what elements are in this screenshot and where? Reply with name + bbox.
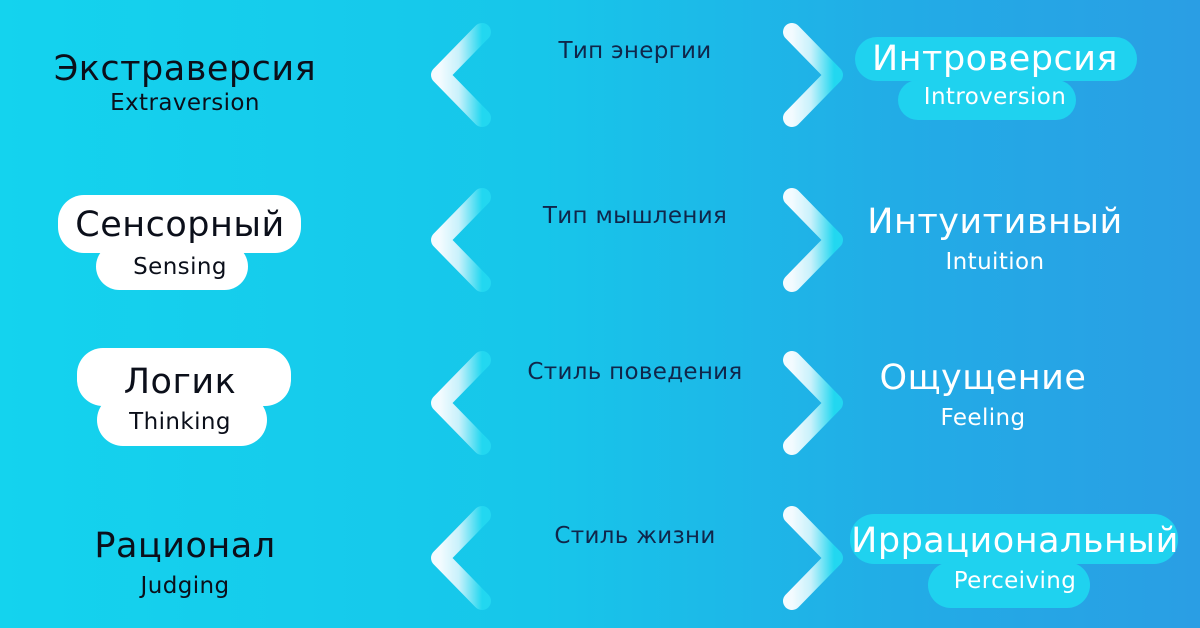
axis-label: Тип энергии: [558, 38, 712, 64]
left-pole-en-label: Sensing: [133, 254, 227, 280]
left-pole-badge-sub: [97, 394, 267, 446]
right-pole: Ощущение Feeling: [833, 357, 1133, 433]
right-pole-en-label: Intuition: [945, 249, 1045, 275]
double-arrow-icon: [431, 188, 843, 292]
right-pole: Интуитивный Intuition: [845, 201, 1145, 277]
dichotomy-row-lifestyle: Рационал Judging Стиль жизни Иррациональ…: [0, 470, 1200, 620]
left-pole: Рационал Judging: [45, 525, 325, 601]
right-pole-ru-label: Ощущение: [879, 358, 1087, 398]
right-pole-en-label: Feeling: [940, 405, 1026, 431]
axis-label: Стиль жизни: [554, 523, 716, 549]
left-pole-en-label: Extraversion: [110, 90, 260, 116]
dichotomy-row-energy: Экстраверсия Extraversion Тип энергии Ин…: [0, 0, 1200, 150]
dichotomy-row-behavior: Логик Thinking Стиль поведения Ощущение …: [0, 310, 1200, 460]
left-pole-ru-label: Рационал: [94, 526, 276, 566]
double-arrow-icon: [431, 506, 843, 610]
dichotomy-row-thinking: Сенсорный Sensing Тип мышления Интуитивн…: [0, 155, 1200, 305]
axis-label: Стиль поведения: [527, 359, 743, 385]
double-arrow-icon: [431, 23, 843, 127]
axis-label: Тип мышления: [542, 203, 728, 229]
right-pole-badge-sub: [928, 562, 1090, 608]
left-pole-ru-label: Сенсорный: [75, 205, 285, 245]
left-pole: Логик Thinking: [40, 361, 320, 437]
right-pole-ru-label: Интуитивный: [867, 202, 1123, 242]
right-pole-badge-sub: [898, 80, 1076, 120]
right-pole-ru-label: Интроверсия: [871, 39, 1118, 79]
left-pole-badge-sub: [96, 243, 248, 290]
left-pole-en-label: Judging: [140, 573, 230, 599]
left-pole-ru-label: Логик: [123, 362, 237, 402]
left-pole: Сенсорный Sensing: [40, 204, 320, 282]
right-pole-badge: [855, 37, 1137, 81]
right-pole-en-label: Introversion: [923, 84, 1067, 110]
right-pole-en-label: Perceiving: [953, 568, 1077, 594]
left-pole-en-label: Thinking: [129, 409, 231, 435]
left-pole: Экстраверсия Extraversion: [40, 48, 330, 118]
double-arrow-icon: [431, 351, 843, 455]
right-pole-ru-label: Иррациональный: [851, 521, 1179, 561]
right-pole: Интроверсия Introversion: [845, 38, 1145, 112]
right-pole: Иррациональный Perceiving: [845, 520, 1185, 596]
left-pole-ru-label: Экстраверсия: [53, 49, 317, 89]
right-pole-badge: [850, 514, 1178, 564]
